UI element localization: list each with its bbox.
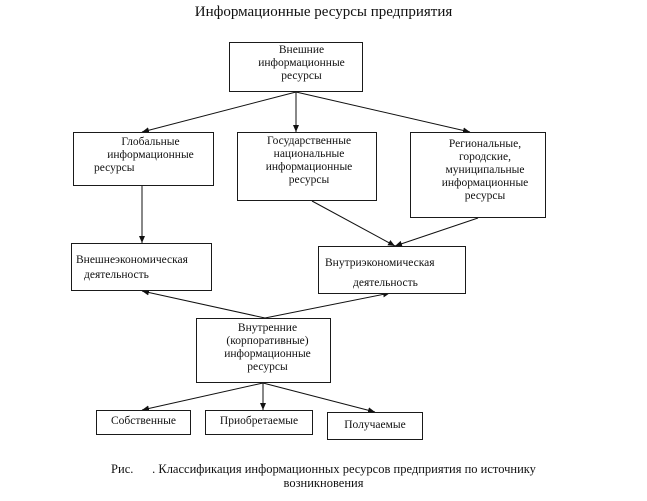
box-line: Приобретаемые: [219, 415, 299, 427]
box-line: ресурсы: [281, 70, 322, 82]
box-line: (корпоративные): [226, 335, 309, 347]
arrow-internal-to-received: [262, 382, 376, 414]
caption-line: Рис. . Классификация информационных ресу…: [111, 462, 536, 476]
caption-line: возникновения: [283, 476, 364, 490]
arrow-internal-to-own: [141, 382, 264, 412]
foreign-economic-activity-box: Внешнеэкономическая деятельность: [71, 243, 212, 291]
external-resources-box: Внешние информационные ресурсы: [229, 42, 363, 92]
global-resources-box: Глобальные информационные ресурсы: [73, 132, 214, 186]
arrow-internal-to-foreign: [141, 289, 266, 319]
box-line: муниципальные: [445, 164, 525, 176]
arrow-regional-to-domestic: [394, 217, 479, 247]
regional-resources-box: Региональные, городские, муниципальные и…: [410, 132, 546, 218]
state-resources-box: Государственные национальные информацион…: [237, 132, 377, 201]
arrow-external-to-global: [141, 91, 297, 134]
box-line: деятельность: [84, 269, 149, 281]
box-line: Внешние: [278, 44, 325, 56]
box-line: ресурсы: [464, 190, 506, 202]
box-line: Внутренние: [237, 322, 298, 334]
box-line: Получаемые: [344, 419, 406, 431]
box-line: Собственные: [110, 415, 176, 427]
box-line: национальные: [273, 148, 345, 160]
box-line: Внутриэкономическая: [325, 257, 435, 269]
box-line: городские,: [458, 151, 512, 163]
box-line: информационные: [258, 57, 345, 69]
box-line: ресурсы: [247, 361, 288, 373]
box-line: информационные: [107, 149, 194, 161]
arrow-state-to-domestic: [311, 200, 396, 247]
diagram-title: Информационные ресурсы предприятия: [194, 4, 453, 20]
box-line: Государственные: [266, 135, 352, 147]
box-line: Региональные,: [448, 138, 522, 150]
box-line: ресурсы: [288, 174, 330, 186]
box-line: Внешнеэкономическая: [76, 254, 188, 266]
acquired-resources-box: Приобретаемые: [205, 410, 313, 435]
box-line: информационные: [265, 161, 353, 173]
box-line: Глобальные: [121, 136, 180, 148]
arrow-external-to-regional: [295, 91, 471, 134]
internal-resources-box: Внутренние (корпоративные) информационны…: [196, 318, 331, 383]
arrow-internal-to-domestic: [264, 291, 391, 319]
figure-caption: Рис. . Классификация информационных ресу…: [0, 462, 647, 490]
received-resources-box: Получаемые: [327, 412, 423, 440]
domestic-economic-activity-box: Внутриэкономическая деятельность: [318, 246, 466, 294]
box-line: деятельность: [353, 277, 418, 289]
own-resources-box: Собственные: [96, 410, 191, 435]
box-line: информационные: [441, 177, 529, 189]
box-line: информационные: [224, 348, 311, 360]
box-line: ресурсы: [94, 162, 135, 174]
